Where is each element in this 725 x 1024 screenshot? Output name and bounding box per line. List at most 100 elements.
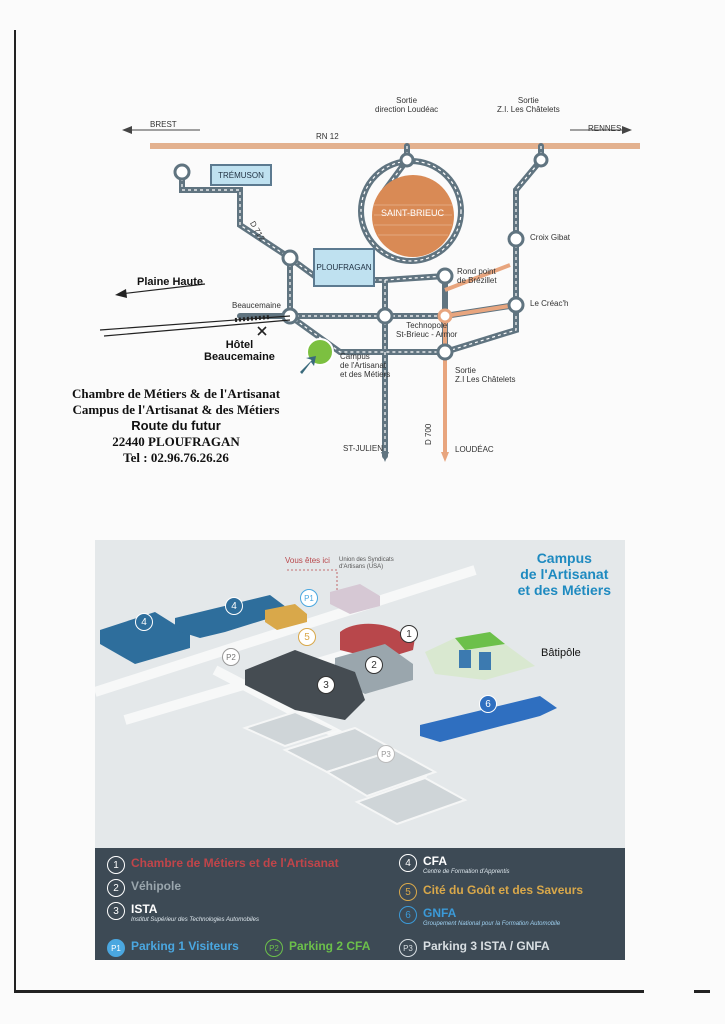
legend-num: 3 [107, 902, 125, 920]
road-chatelets-exit [513, 143, 544, 308]
legend-label: ISTA Institut Supérieur des Technologies… [131, 902, 259, 923]
legend-parking-2: P2 Parking 2 CFA [265, 939, 370, 957]
box-tremuson: TRÉMUSON [210, 164, 272, 186]
marker-3[interactable]: 3 [317, 676, 335, 694]
junction-technopole [376, 307, 394, 325]
marker-4-right[interactable]: 4 [225, 597, 243, 615]
legend-label: Chambre de Métiers et de l'Artisanat [131, 856, 339, 870]
campus-title: Campus de l'Artisanat et des Métiers [518, 550, 611, 598]
label-sortie-loudeac: Sortie direction Loudéac [375, 96, 439, 114]
road-main-diagonal [95, 565, 477, 697]
junction-creach [507, 296, 525, 314]
building-4-left [100, 612, 190, 664]
label-croix-gibat: Croix Gibat [530, 233, 571, 242]
building-6 [420, 696, 557, 742]
you-are-here-label: Vous êtes ici [285, 556, 330, 565]
legend-num: P3 [399, 939, 417, 957]
building-4-right [175, 595, 290, 638]
legend-sub: Institut Supérieur des Technologies Auto… [131, 917, 259, 923]
legend-sub: Centre de Formation d'Apprentis [423, 869, 510, 875]
campus-plan: 4 4 5 1 2 3 6 P1 P2 P3 Vous êtes ici Uni… [95, 540, 625, 848]
arrow-plaine-haute-icon [115, 289, 127, 298]
union-building [330, 584, 380, 614]
label-brezillet: Rond point de Brézillet [457, 267, 497, 285]
label-loudeac: LOUDÉAC [455, 445, 494, 454]
legend-item-1: 1 Chambre de Métiers et de l'Artisanat [107, 856, 339, 874]
legend-num: P1 [107, 939, 125, 957]
saint-brieuc-area [372, 175, 454, 257]
junction-orange [437, 308, 453, 324]
label-sortie-chatelets: Sortie Z.I. Les Châtelets [497, 96, 560, 114]
legend-label: Cité du Goût et des Saveurs [423, 883, 584, 897]
building-1 [340, 623, 415, 660]
legend-num: P2 [265, 939, 283, 957]
address-block: Chambre de Métiers & de l'Artisanat Camp… [56, 386, 296, 466]
label-sortie-zi: Sortie Z.I Les Châtelets [455, 366, 516, 384]
scan-border-left [14, 30, 16, 990]
junction-brezillet [436, 267, 454, 285]
marker-2[interactable]: 2 [365, 656, 383, 674]
legend-item-4: 4 CFA Centre de Formation d'Apprentis [399, 854, 510, 875]
legend: 1 Chambre de Métiers et de l'Artisanat 2… [95, 848, 625, 960]
scan-border-bottom [14, 990, 644, 993]
label-saint-brieuc: SAINT-BRIEUC [381, 208, 445, 218]
legend-label: Parking 3 ISTA / GNFA [423, 939, 550, 953]
label-campus: Campus de l'Artisanat et des Métiers [340, 352, 391, 379]
label-d700: D 700 [424, 423, 433, 445]
label-brest: BREST [150, 120, 177, 129]
address-line-2: Campus de l'Artisanat & des Métiers [72, 402, 280, 417]
legend-num: 6 [399, 906, 417, 924]
legend-label: Parking 2 CFA [289, 939, 371, 953]
arrow-brest-icon [122, 126, 132, 134]
legend-label-text: ISTA [131, 902, 158, 916]
legend-num: 4 [399, 854, 417, 872]
hotel-cross-icon [257, 326, 267, 336]
campus-pointer-icon [300, 356, 316, 374]
label-le-creach: Le Créac'h [530, 299, 569, 308]
label-rennes: RENNES [588, 124, 622, 133]
legend-label-text: CFA [423, 854, 447, 868]
marker-6[interactable]: 6 [479, 695, 497, 713]
address-line-3: Route du futur [131, 418, 221, 433]
legend-parking-3: P3 Parking 3 ISTA / GNFA [399, 939, 550, 957]
legend-item-5: 5 Cité du Goût et des Saveurs [399, 883, 583, 901]
address-line-1: Chambre de Métiers & de l'Artisanat [71, 386, 281, 401]
junction-croix-gibat [507, 230, 525, 248]
label-plaine-haute: Plaine Haute [137, 276, 204, 288]
marker-1[interactable]: 1 [400, 625, 418, 643]
arrow-st-julien-icon [381, 452, 389, 462]
parking-p3-marker[interactable]: P3 [377, 745, 395, 763]
label-st-julien: ST-JULIEN [343, 444, 384, 453]
legend-num: 5 [399, 883, 417, 901]
label-technopole: Technopole St-Brieuc - Armor [396, 321, 458, 339]
arrow-loudeac-icon [441, 452, 449, 462]
building-5 [265, 604, 307, 630]
box-ploufragan: PLOUFRAGAN [313, 248, 375, 287]
label-beaucemaine: Beaucemaine [232, 301, 281, 310]
legend-label: Parking 1 Visiteurs [131, 939, 239, 953]
scan-mark [694, 990, 710, 993]
road-orange [443, 263, 517, 456]
legend-parking-1: P1 Parking 1 Visiteurs [107, 939, 239, 957]
legend-item-6: 6 GNFA Groupement National pour la Forma… [399, 906, 560, 927]
legend-label: CFA Centre de Formation d'Apprentis [423, 854, 510, 875]
building-3 [245, 650, 365, 720]
legend-label: Véhipole [131, 879, 182, 893]
marker-5[interactable]: 5 [298, 628, 316, 646]
label-rn12: RN 12 [316, 132, 339, 141]
legend-label-text: GNFA [423, 906, 457, 920]
label-hotel: Hôtel Beaucemaine [204, 339, 275, 364]
batipole-building [425, 632, 535, 680]
legend-num: 2 [107, 879, 125, 897]
junction-d712 [281, 249, 299, 267]
junction-tremuson [173, 163, 191, 181]
legend-item-3: 3 ISTA Institut Supérieur des Technologi… [107, 902, 259, 923]
address-line-5: Tel : 02.96.76.26.26 [123, 450, 229, 465]
parking-lots [242, 710, 468, 826]
union-label: Union des Syndicats d'Artisans (USA) [339, 557, 394, 570]
parking-p2-marker[interactable]: P2 [222, 648, 240, 666]
legend-sub: Groupement National pour la Formation Au… [423, 921, 561, 927]
marker-4-left[interactable]: 4 [135, 613, 153, 631]
batipole-label: Bâtipôle [541, 647, 581, 659]
parking-p1-marker[interactable]: P1 [300, 589, 318, 607]
